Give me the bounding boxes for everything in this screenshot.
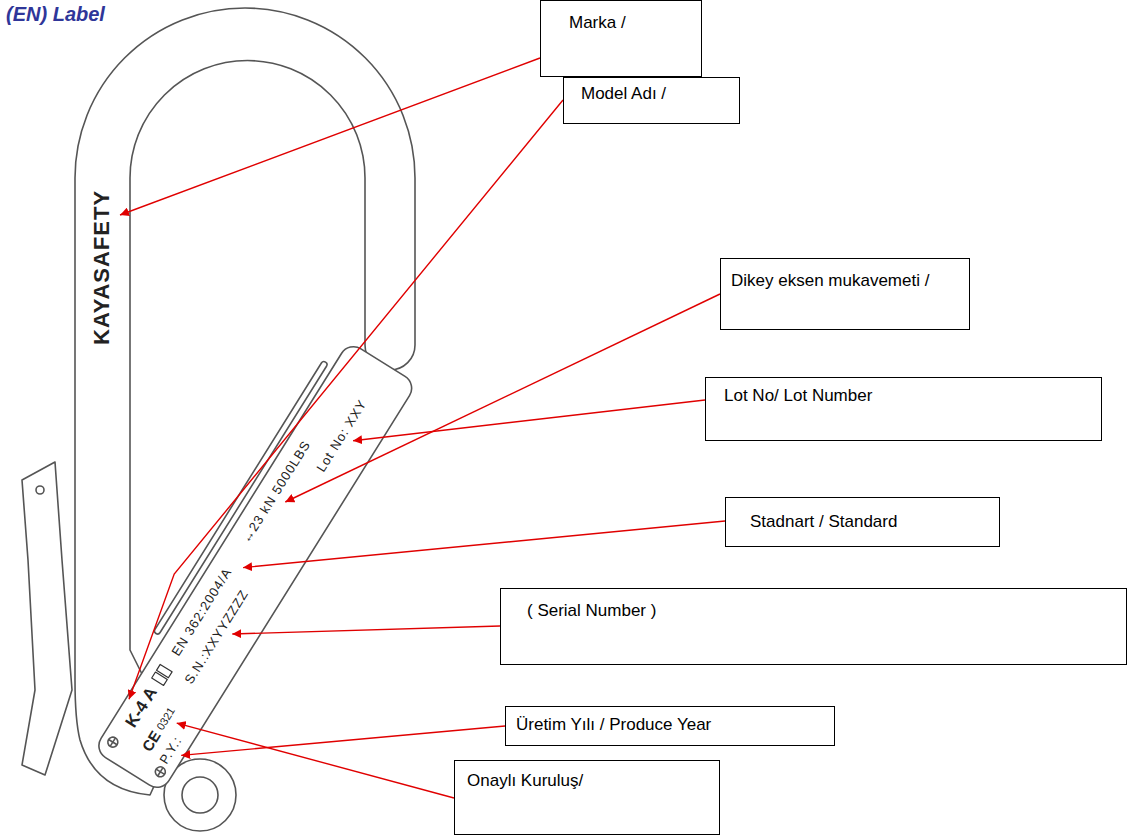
- callout-text: Lot No/ Lot Number: [724, 386, 872, 406]
- lever-hole: [36, 486, 44, 494]
- leader-line: [243, 521, 725, 568]
- callout-text: ( Serial Number ): [527, 601, 656, 621]
- leader-line: [120, 58, 540, 215]
- callout-box: Üretim Yılı / Produce Year: [505, 706, 835, 746]
- callout-box: Stadnart / Standard: [725, 497, 1000, 547]
- manual-icon: [152, 664, 172, 685]
- callout-box: Lot No/ Lot Number: [705, 377, 1102, 441]
- callout-text: Üretim Yılı / Produce Year: [516, 715, 711, 735]
- hook-body: [75, 8, 415, 795]
- callout-text: Marka /: [569, 13, 626, 33]
- callout-box: ( Serial Number ): [500, 588, 1127, 665]
- callout-box: Marka /: [540, 0, 702, 77]
- callout-box: Model Adı /: [563, 77, 740, 124]
- rivet-cross: [106, 735, 120, 749]
- leader-line: [181, 726, 505, 755]
- callout-text: Onaylı Kuruluş/: [467, 771, 583, 791]
- rivet: [106, 735, 120, 749]
- leader-line: [232, 626, 500, 634]
- leader-line: [177, 723, 454, 798]
- leader-line: [285, 294, 720, 502]
- rivet-cross: [153, 765, 167, 779]
- leader-line: [353, 400, 705, 441]
- callout-text: Dikey eksen mukavemeti /: [731, 271, 929, 291]
- latch-lever: [22, 462, 72, 775]
- rivet: [153, 765, 167, 779]
- eye-hole: [182, 777, 218, 813]
- callout-box: Dikey eksen mukavemeti /: [720, 258, 970, 330]
- callout-text: Stadnart / Standard: [750, 512, 897, 532]
- brand-mark: KAYASAFETY: [90, 190, 114, 345]
- callout-box: Onaylı Kuruluş/: [454, 760, 720, 835]
- diagram-title: (EN) Label: [6, 2, 105, 26]
- callout-text: Model Adı /: [581, 84, 666, 104]
